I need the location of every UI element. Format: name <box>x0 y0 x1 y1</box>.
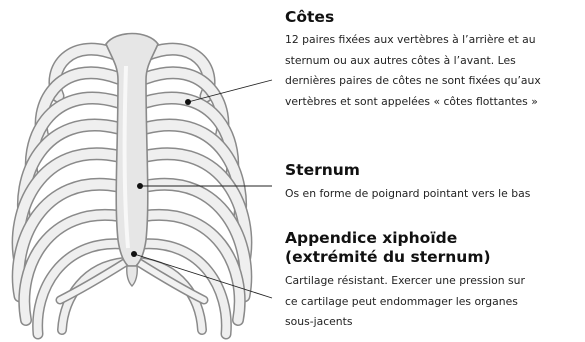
ribs-description-line: sternum ou aux autres côtes à l’avant. L… <box>285 51 583 72</box>
xiphoid-process <box>127 266 138 286</box>
xiphoid-label: Appendice xiphoïde (extrémité du sternum… <box>285 229 583 333</box>
sternum-title: Sternum <box>285 161 583 180</box>
xiphoid-title-line: (extrémité du sternum) <box>285 248 583 267</box>
ribs-description-line: 12 paires fixées aux vertèbres à l’arriè… <box>285 30 583 51</box>
ribs-description: 12 paires fixées aux vertèbres à l’arriè… <box>285 30 583 112</box>
ribs-label: Côtes 12 paires fixées aux vertèbres à l… <box>285 8 583 112</box>
sternum-description-line: Os en forme de poignard pointant vers le… <box>285 184 583 205</box>
xiphoid-description-line: Cartilage résistant. Exercer une pressio… <box>285 271 583 292</box>
ribs-description-line: dernières paires de côtes ne sont fixées… <box>285 71 583 92</box>
xiphoid-title-line: Appendice xiphoïde <box>285 229 583 248</box>
xiphoid-description: Cartilage résistant. Exercer une pressio… <box>285 271 583 333</box>
sternum-description: Os en forme de poignard pointant vers le… <box>285 184 583 205</box>
ribs-title: Côtes <box>285 8 583 27</box>
sternum-leader-dot <box>137 183 143 189</box>
ribs-description-line: vertèbres et sont appelées « côtes flott… <box>285 92 583 113</box>
ribs-leader-dot <box>185 99 191 105</box>
xiphoid-leader-dot <box>131 251 137 257</box>
xiphoid-title: Appendice xiphoïde (extrémité du sternum… <box>285 229 583 267</box>
sternum-label: Sternum Os en forme de poignard pointant… <box>285 161 583 205</box>
xiphoid-description-line: sous-jacents <box>285 312 583 333</box>
xiphoid-description-line: ce cartilage peut endommager les organes <box>285 292 583 313</box>
